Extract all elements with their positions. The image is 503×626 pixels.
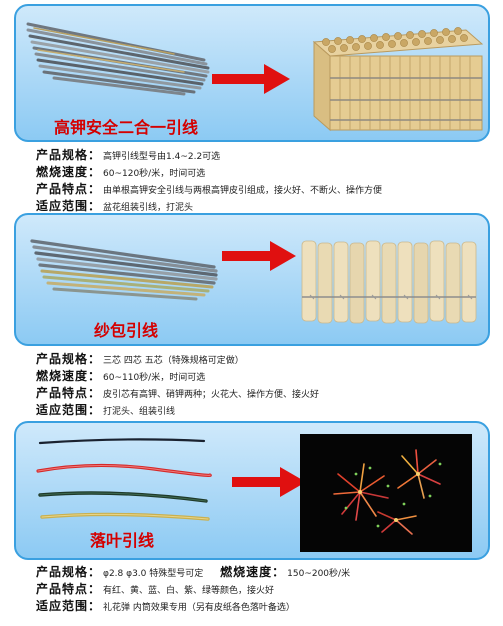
section-title: 纱包引线 — [94, 321, 159, 340]
spec-value: 60~110秒/米，时间可选 — [103, 373, 206, 383]
spec-value: 打泥头、组装引线 — [103, 407, 176, 417]
spec-value: 三芯 四芯 五芯（特殊规格可定做） — [103, 356, 244, 366]
spec-value: 由单根高钾安全引线与两根高钾皮引组成，接火好、不断火、操作方便 — [103, 186, 383, 196]
section-title: 落叶引线 — [90, 531, 155, 550]
spec-value: 有红、黄、蓝、白、紫、绿等颜色，接火好 — [103, 586, 275, 596]
spec-list-1: 产品规格：高钾引线型号由1.4~2.2可选 燃烧速度：60~120秒/米，时间可… — [36, 147, 382, 215]
fuse-tubes-image — [301, 240, 477, 324]
spec-label: 产品规格： — [36, 352, 102, 366]
spec-value: 60~120秒/米，时间可选 — [103, 169, 206, 179]
spec-label: 产品特点： — [36, 182, 102, 196]
fuse-panel-1: 高钾安全二合一引线 — [14, 4, 490, 142]
fuse-bundle-image — [26, 22, 210, 96]
spec-label: 适应范围： — [36, 403, 102, 417]
fuse-bundle-image — [30, 239, 218, 301]
spec-value: 盆花组装引线，打泥头 — [103, 203, 194, 213]
spec-label: 产品特点： — [36, 386, 102, 400]
arrow-right-icon — [232, 467, 306, 497]
spec-value: 礼花弹 内筒效果专用（另有皮纸各色落叶备选） — [103, 603, 295, 613]
arrow-right-icon — [222, 241, 296, 271]
spec-label: 适应范围： — [36, 599, 102, 613]
fuse-panel-3: 落叶引线 — [14, 421, 490, 560]
spec-label: 适应范围： — [36, 199, 102, 213]
spec-label: 产品规格： — [36, 148, 102, 162]
tube-block-image — [312, 27, 484, 132]
spec-list-3: 产品规格：φ2.8 φ3.0 特殊型号可定 燃烧速度：150~200秒/米 产品… — [36, 564, 350, 615]
colored-fuses-image — [36, 438, 212, 521]
spec-label: 燃烧速度： — [220, 565, 286, 579]
firework-photo — [300, 434, 472, 552]
spec-value: 皮引芯有高钾、硝钾两种；火花大、操作方便、接火好 — [103, 390, 320, 400]
spec-label: 产品特点： — [36, 582, 102, 596]
section-title: 高钾安全二合一引线 — [54, 118, 199, 137]
spec-value: 150~200秒/米 — [287, 569, 351, 579]
spec-value: φ2.8 φ3.0 特殊型号可定 — [103, 569, 204, 579]
spec-label: 产品规格： — [36, 565, 102, 579]
spec-list-2: 产品规格：三芯 四芯 五芯（特殊规格可定做） 燃烧速度：60~110秒/米，时间… — [36, 351, 319, 419]
spec-value: 高钾引线型号由1.4~2.2可选 — [103, 152, 221, 162]
spec-label: 燃烧速度： — [36, 369, 102, 383]
spec-label: 燃烧速度： — [36, 165, 102, 179]
fuse-panel-2: 纱包引线 — [14, 213, 490, 346]
arrow-right-icon — [212, 64, 290, 94]
